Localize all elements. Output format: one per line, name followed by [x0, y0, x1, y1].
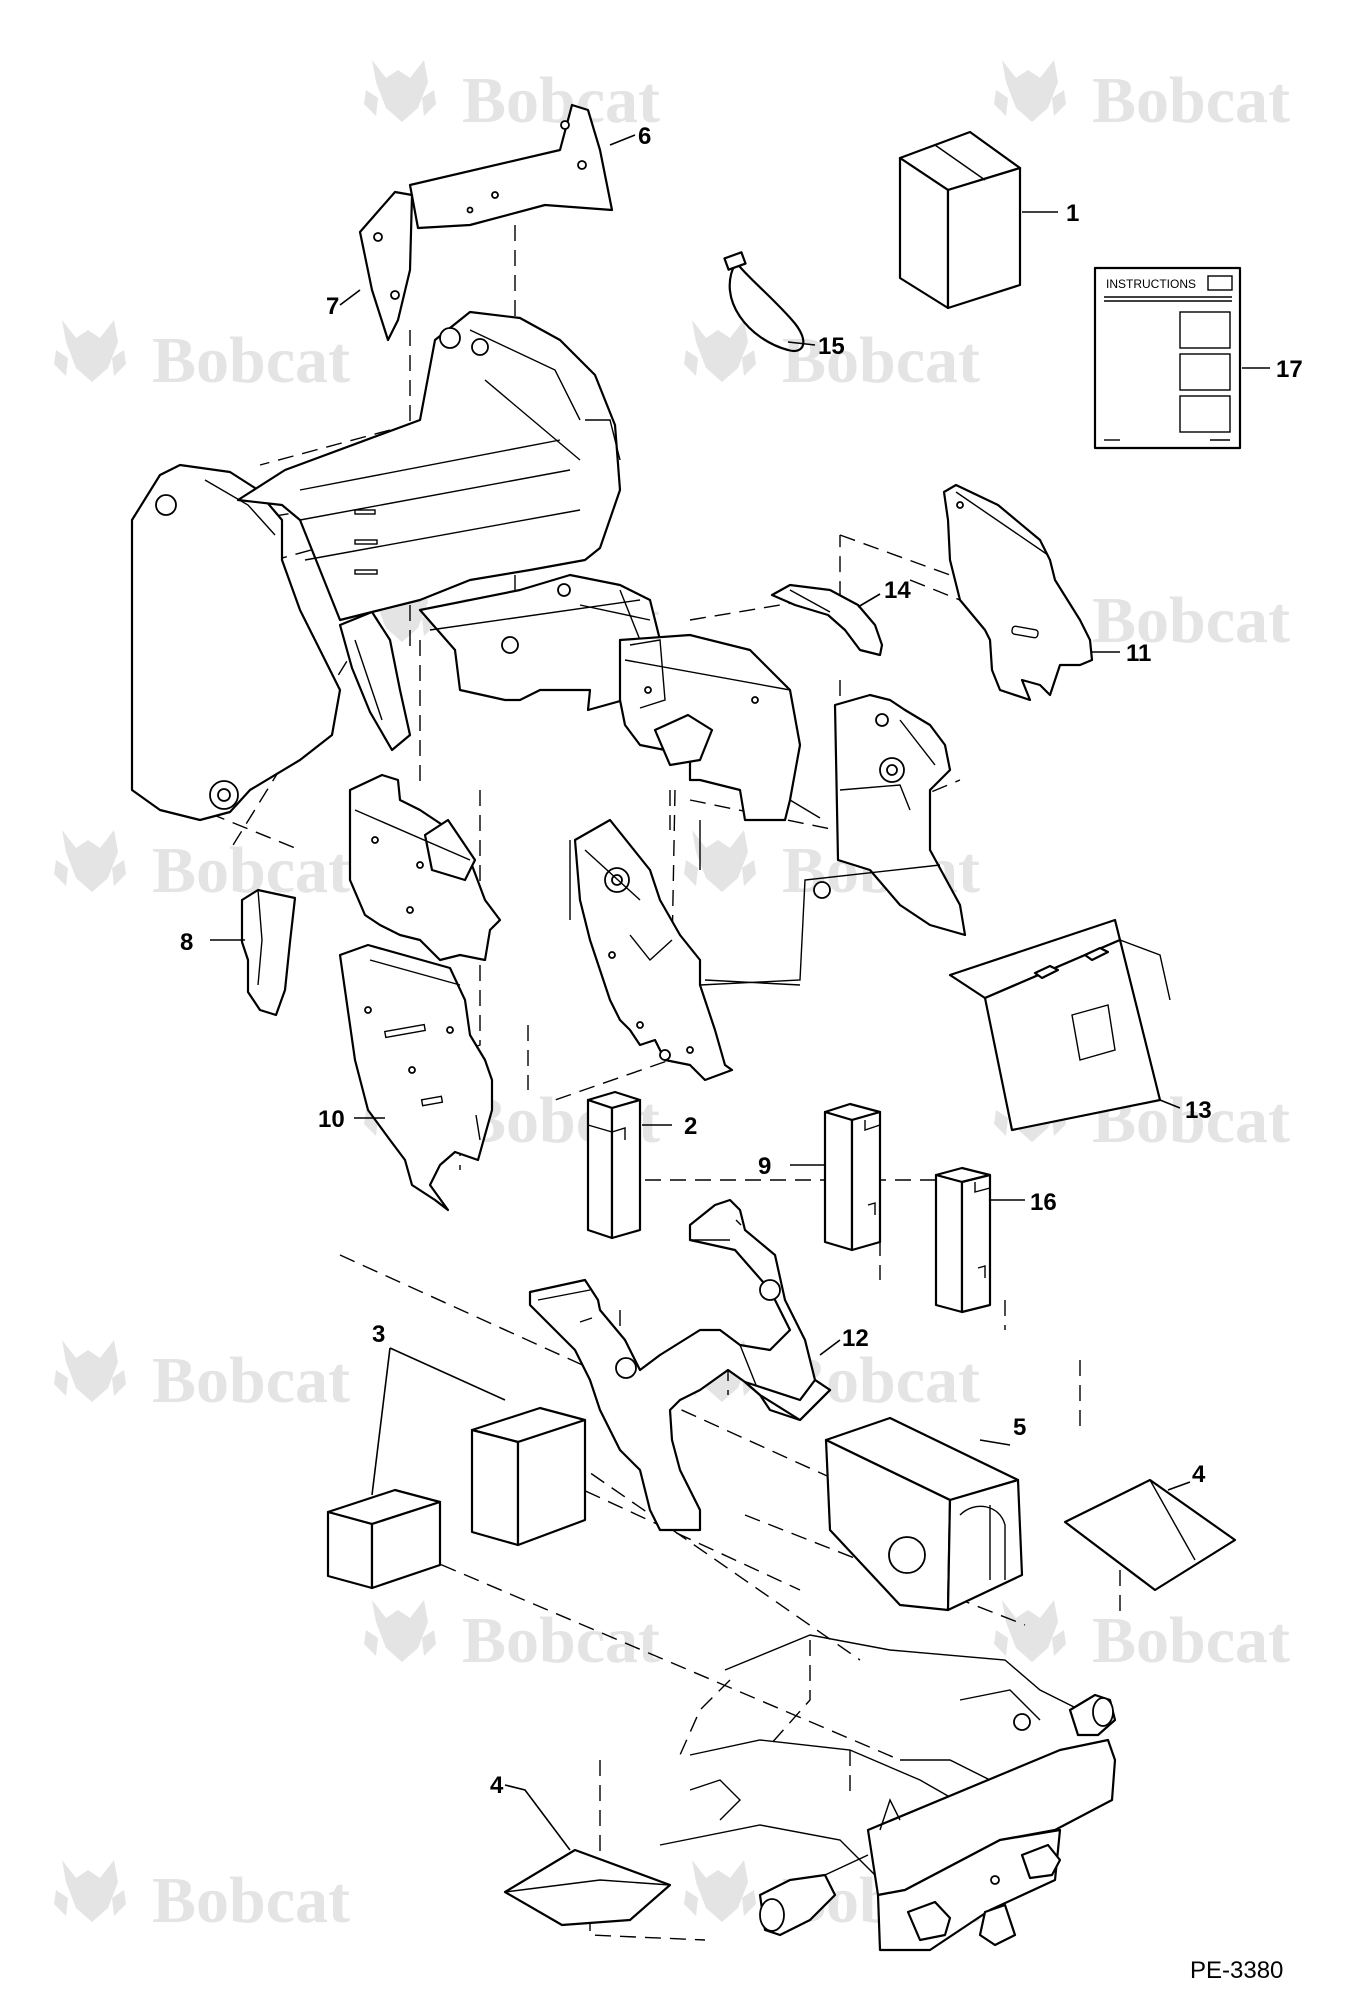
callout-17: 17: [1276, 356, 1303, 383]
svg-text:Bobcat: Bobcat: [152, 324, 350, 397]
watermark-4: Bobcat: [684, 320, 980, 397]
part-13-front-deck-panel: [948, 918, 1171, 1132]
part-11-right-side-panel: [942, 483, 1094, 702]
part-10-left-side-panel: [338, 943, 494, 1212]
base-chassis: [659, 1634, 1117, 1952]
part-12-center-frame-panel: [528, 1198, 832, 1532]
callout-4-right: 4: [1192, 1461, 1206, 1488]
part-14-clip-bracket: [770, 583, 884, 657]
part-3-foam-blocks: [326, 1406, 587, 1590]
svg-text:Bobcat: Bobcat: [1092, 584, 1290, 657]
callout-15: 15: [818, 333, 845, 360]
svg-text:Bobcat: Bobcat: [782, 324, 980, 397]
part-15-cable-tie: [723, 251, 805, 353]
part-5-tunnel-cover: [824, 1416, 1024, 1612]
part-9-foam-block: [823, 1102, 882, 1252]
callout-10: 10: [318, 1106, 345, 1133]
watermark-15: Bobcat: [54, 1860, 350, 1937]
part-17-instructions-card: INSTRUCTIONS: [1093, 266, 1242, 450]
watermark-6: Bobcat: [994, 580, 1290, 657]
part-8-corner-bracket: [240, 888, 297, 1017]
watermark-3: Bobcat: [54, 320, 350, 397]
instructions-card-title: INSTRUCTIONS: [1106, 277, 1196, 291]
callout-8: 8: [180, 929, 193, 956]
main-frame-upper: [130, 310, 967, 1082]
callout-11: 11: [1126, 640, 1151, 667]
callout-16: 16: [1030, 1189, 1057, 1216]
svg-text:Bobcat: Bobcat: [152, 1864, 350, 1937]
svg-text:Bobcat: Bobcat: [152, 1344, 350, 1417]
svg-text:Bobcat: Bobcat: [1092, 1604, 1290, 1677]
part-1-kit-box: [898, 130, 1022, 310]
part-6-upper-rear-panel: [408, 103, 614, 230]
callout-4-left: 4: [490, 1772, 504, 1799]
callout-7: 7: [326, 293, 339, 320]
watermark-2: Bobcat: [994, 60, 1290, 137]
part-2-foam-block: [586, 1090, 642, 1240]
watermark-11: Bobcat: [54, 1340, 350, 1417]
callout-3: 3: [372, 1321, 385, 1348]
callout-14: 14: [884, 577, 911, 604]
callout-2: 2: [684, 1113, 697, 1140]
callout-1: 1: [1066, 200, 1079, 227]
callout-6: 6: [638, 123, 651, 150]
callout-12: 12: [842, 1325, 869, 1352]
watermark-14: Bobcat: [994, 1600, 1290, 1677]
watermark-7: Bobcat: [54, 830, 350, 907]
svg-text:Bobcat: Bobcat: [1092, 64, 1290, 137]
watermark-1: Bobcat: [364, 60, 660, 137]
part-4-floor-pad-left: [503, 1848, 672, 1927]
callout-13: 13: [1185, 1097, 1212, 1124]
callout-9: 9: [758, 1153, 771, 1180]
leader-lines: [210, 134, 1270, 1851]
part-7-upper-bracket: [358, 190, 414, 342]
document-id: PE-3380: [1190, 1957, 1283, 1984]
part-4-floor-pad-right: [1063, 1478, 1237, 1592]
callout-labels: 1 2 3 4 4 5 6 7 8 9 10 11 12 13 14 15 16…: [180, 123, 1303, 1799]
callout-5: 5: [1013, 1414, 1026, 1441]
part-16-foam-block: [934, 1166, 992, 1314]
